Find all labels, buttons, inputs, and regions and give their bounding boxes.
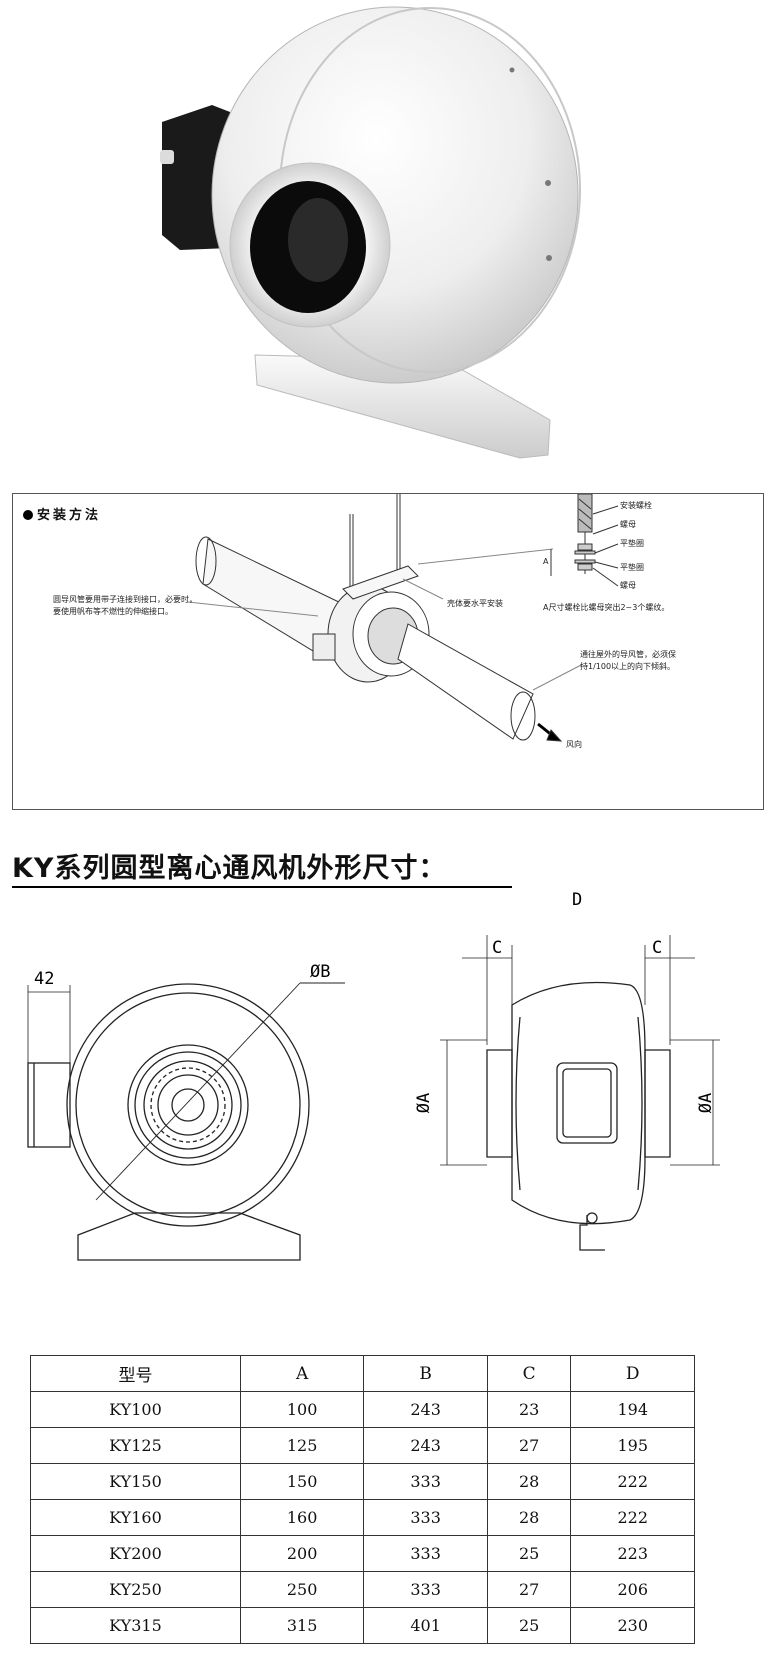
installation-diagram: 安装方法 xyxy=(12,493,764,810)
cell-c: 25 xyxy=(486,1535,572,1572)
cell-a: 100 xyxy=(239,1391,365,1428)
cell-a: 250 xyxy=(239,1571,365,1608)
bullet-icon xyxy=(23,510,33,520)
cell-a: 315 xyxy=(239,1607,365,1644)
dimension-table: 型号 A B C D KY100 100 243 23 194 KY125 12… xyxy=(30,1355,695,1644)
flange-width-label: 42 xyxy=(34,969,55,989)
header-b: B xyxy=(363,1355,488,1392)
table-row: KY160 160 333 28 222 xyxy=(30,1499,695,1536)
cell-model: KY250 xyxy=(30,1571,241,1608)
bolt-label: 安装螺栓 xyxy=(620,501,652,510)
table-row: KY150 150 333 28 222 xyxy=(30,1463,695,1500)
cell-d: 222 xyxy=(570,1463,695,1500)
cell-b: 333 xyxy=(363,1571,488,1608)
cell-d: 222 xyxy=(570,1499,695,1536)
header-a: A xyxy=(239,1355,365,1392)
housing-level-note: 壳体要水平安装 xyxy=(447,599,503,608)
a-dimension-label: A xyxy=(543,557,549,566)
nut-top-label: 螺母 xyxy=(620,520,636,529)
cell-c: 23 xyxy=(486,1391,572,1428)
cell-model: KY125 xyxy=(30,1427,241,1464)
duct-connection-note: 圆导风管要用带子连接到接口，必要时， 要使用帆布等不燃性的伸缩接口。 xyxy=(53,595,197,616)
washer-bottom-label: 平垫圈 xyxy=(620,563,644,572)
header-model: 型号 xyxy=(30,1355,241,1392)
cell-c: 27 xyxy=(486,1427,572,1464)
table-row: KY100 100 243 23 194 xyxy=(30,1391,695,1428)
header-c: C xyxy=(486,1355,572,1392)
cell-a: 150 xyxy=(239,1463,365,1500)
dimension-c-right-label: C xyxy=(652,938,663,958)
table-row: KY200 200 333 25 223 xyxy=(30,1535,695,1572)
cell-b: 243 xyxy=(363,1391,488,1428)
table-row: KY125 125 243 27 195 xyxy=(30,1427,695,1464)
cell-a: 200 xyxy=(239,1535,365,1572)
cell-c: 28 xyxy=(486,1463,572,1500)
installation-title: 安装方法 xyxy=(23,504,101,523)
washer-top-label: 平垫圈 xyxy=(620,539,644,548)
cell-a: 125 xyxy=(239,1427,365,1464)
dimension-a-left-label: ØA xyxy=(414,1092,435,1114)
dimension-drawings: 42 ØB D C C ØA ØA xyxy=(0,890,779,1330)
cell-b: 243 xyxy=(363,1427,488,1464)
cell-c: 28 xyxy=(486,1499,572,1536)
table-row: KY250 250 333 27 206 xyxy=(30,1571,695,1608)
heading-underline xyxy=(12,886,512,888)
a-dimension-note: A尺寸螺栓比螺母突出2~3个螺纹。 xyxy=(543,603,670,612)
cell-c: 27 xyxy=(486,1571,572,1608)
dimension-d-label: D xyxy=(572,890,583,910)
cell-model: KY150 xyxy=(30,1463,241,1500)
section-heading: KY系列圆型离心通风机外形尺寸： xyxy=(12,853,447,884)
cell-d: 206 xyxy=(570,1571,695,1608)
table-row: KY315 315 401 25 230 xyxy=(30,1607,695,1644)
cell-model: KY200 xyxy=(30,1535,241,1572)
dimension-c-left-label: C xyxy=(492,938,503,958)
cell-b: 401 xyxy=(363,1607,488,1644)
cell-d: 230 xyxy=(570,1607,695,1644)
nut-bottom-label: 螺母 xyxy=(620,581,636,590)
cell-d: 194 xyxy=(570,1391,695,1428)
cell-b: 333 xyxy=(363,1499,488,1536)
header-d: D xyxy=(570,1355,695,1392)
cell-d: 195 xyxy=(570,1427,695,1464)
fan-product-photo xyxy=(160,6,581,459)
dimension-a-right-label: ØA xyxy=(696,1092,717,1114)
outdoor-duct-note: 通往屋外的导风管，必须保 持1/100以上的向下倾斜。 xyxy=(580,650,676,671)
cell-model: KY315 xyxy=(30,1607,241,1644)
cell-a: 160 xyxy=(239,1499,365,1536)
cell-model: KY160 xyxy=(30,1499,241,1536)
dimension-svg xyxy=(27,907,720,1261)
table-header-row: 型号 A B C D xyxy=(30,1355,695,1392)
cell-d: 223 xyxy=(570,1535,695,1572)
cell-model: KY100 xyxy=(30,1391,241,1428)
cell-b: 333 xyxy=(363,1535,488,1572)
cell-b: 333 xyxy=(363,1463,488,1500)
cell-c: 25 xyxy=(486,1607,572,1644)
wind-direction-label: 风向 xyxy=(566,740,582,749)
diameter-b-label: ØB xyxy=(310,962,331,982)
installation-drawing xyxy=(187,494,619,742)
